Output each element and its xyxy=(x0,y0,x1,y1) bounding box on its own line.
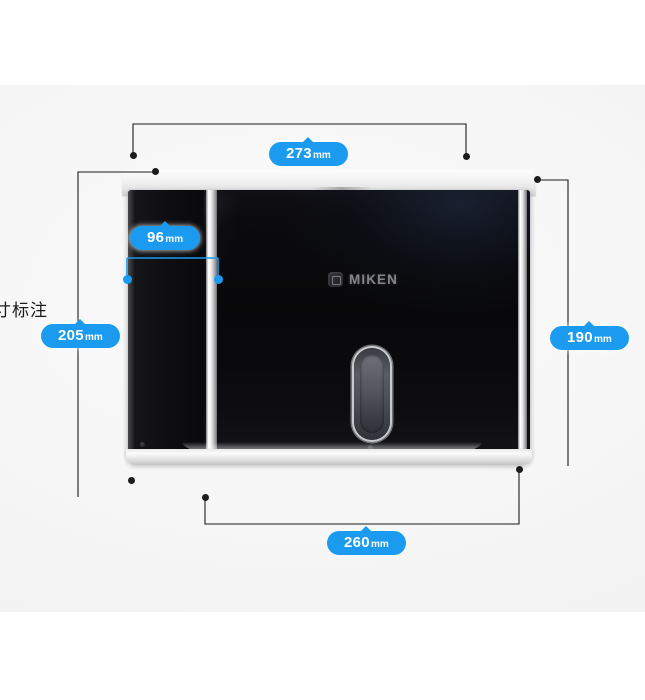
chrome-strip-left xyxy=(206,190,217,456)
brand-emblem-icon xyxy=(328,272,343,287)
brand-logo: MIKEN xyxy=(328,272,398,287)
dispenser-side-face xyxy=(128,190,204,458)
brand-name: MIKEN xyxy=(349,272,398,287)
panel-sheen xyxy=(248,190,530,338)
dispenser-bottom-lip xyxy=(126,449,532,465)
paper-towel-dispenser: MIKEN xyxy=(122,170,536,482)
screw-icon xyxy=(140,442,145,447)
chrome-strip-right xyxy=(518,190,527,456)
dispense-slot xyxy=(354,348,390,440)
